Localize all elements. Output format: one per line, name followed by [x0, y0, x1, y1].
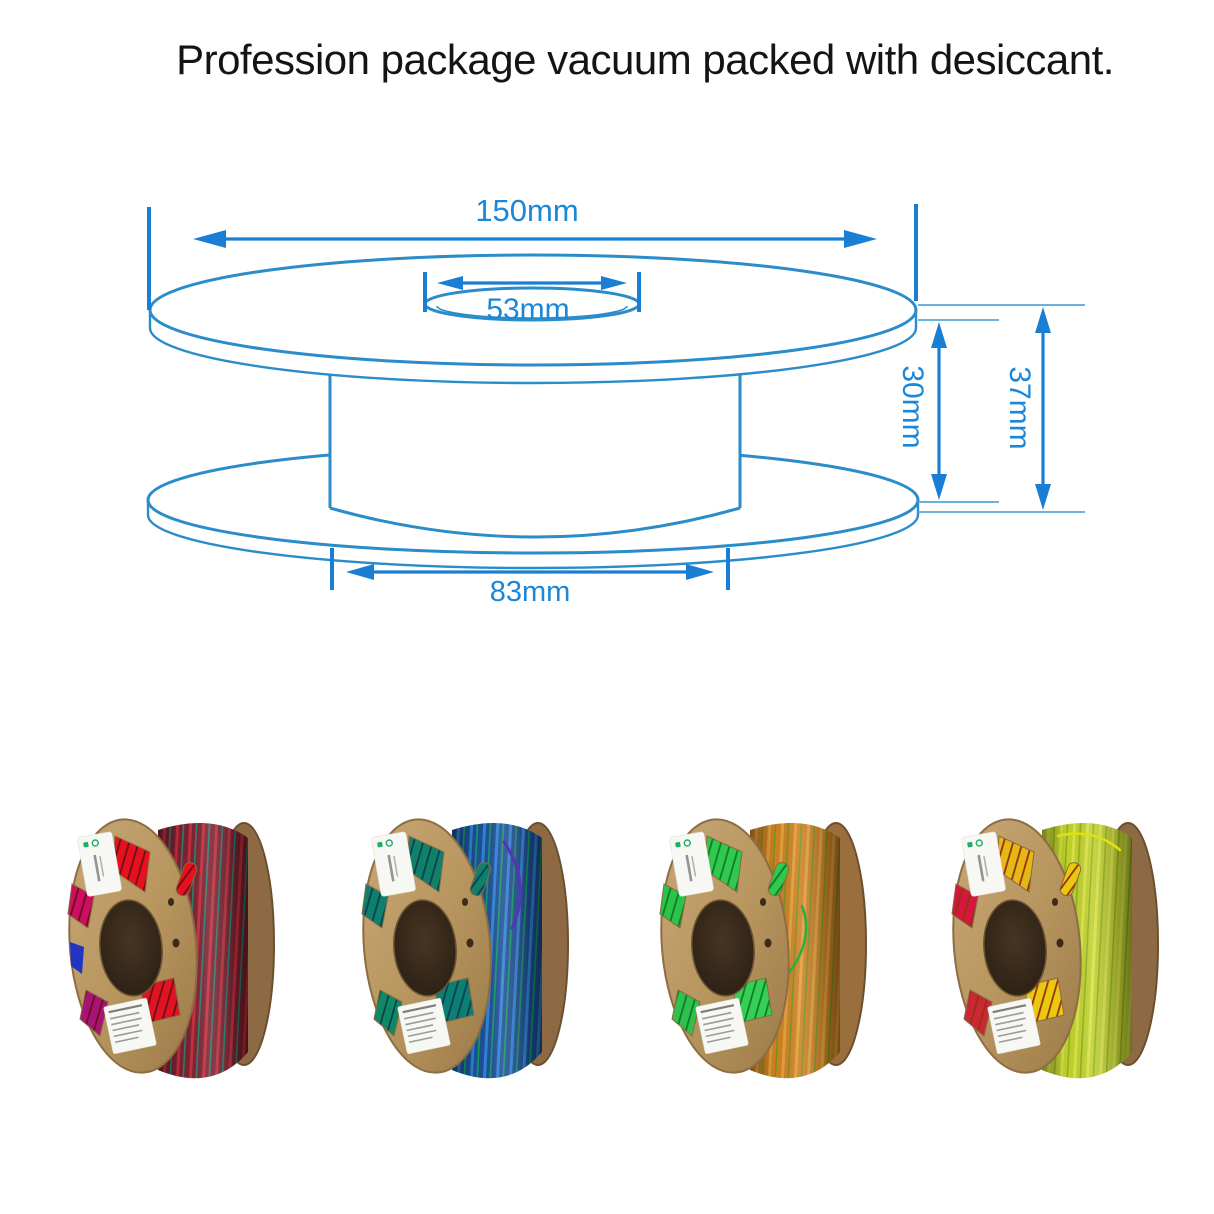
stray-strand — [1056, 832, 1122, 852]
dimension-hub-hole: 53mm — [423, 272, 641, 326]
recycle-icon — [83, 841, 89, 848]
eco-icon — [975, 839, 983, 847]
brand-label — [961, 831, 1006, 897]
center-hole — [99, 899, 163, 997]
rim-slot — [1059, 862, 1082, 897]
rim-slot — [469, 862, 492, 897]
label-30mm: 30mm — [896, 365, 929, 448]
pin-hole — [168, 898, 174, 906]
recycle-icon — [967, 841, 973, 848]
label-83mm: 83mm — [490, 576, 571, 608]
label-150mm: 150mm — [475, 193, 578, 228]
recycle-icon — [675, 841, 681, 848]
pin-hole — [1056, 938, 1064, 948]
window-bottom-left — [671, 989, 701, 1037]
spec-label — [397, 998, 451, 1054]
label-53mm: 53mm — [486, 293, 569, 326]
front-flange — [659, 818, 790, 1074]
front-flange — [67, 818, 198, 1074]
pin-hole — [764, 938, 772, 948]
stray-strand — [784, 904, 808, 978]
window-bottom-left — [963, 989, 993, 1037]
front-flange — [361, 818, 492, 1074]
brand-label — [77, 831, 122, 897]
front-flange — [951, 818, 1082, 1074]
dimension-outer-diameter: 150mm — [147, 193, 918, 310]
dimension-inner-height: 30mm — [896, 322, 947, 500]
filament-spool-photo-yellow-green — [942, 806, 1172, 1126]
pin-hole — [172, 938, 180, 948]
eco-icon — [683, 839, 691, 847]
spec-label — [103, 998, 157, 1054]
eco-icon — [91, 839, 99, 847]
recycle-icon — [377, 841, 383, 848]
eco-icon — [385, 839, 393, 847]
dimension-inner-flange-span: 83mm — [330, 548, 730, 608]
window-bottom-left — [373, 989, 403, 1037]
brand-label — [371, 831, 416, 897]
pin-hole — [466, 938, 474, 948]
rim-slot — [175, 862, 198, 897]
stray-strand — [502, 840, 522, 930]
spec-label — [695, 998, 749, 1054]
center-hole — [691, 899, 755, 997]
brand-label — [669, 831, 714, 897]
spec-label — [987, 998, 1041, 1054]
pin-hole — [462, 898, 468, 906]
dimension-overall-height: 37mm — [1003, 307, 1051, 510]
pin-hole — [760, 898, 766, 906]
height-extension-lines — [918, 304, 1085, 513]
label-37mm: 37mm — [1003, 366, 1036, 449]
center-hole — [983, 899, 1047, 997]
filament-spool-photo-blue — [352, 806, 582, 1126]
pin-hole — [1052, 898, 1058, 906]
filament-spool-photo-red — [58, 806, 288, 1126]
window-bottom-left — [79, 989, 109, 1037]
filament-spool-photo-green-orange — [650, 806, 880, 1126]
spool-dimension-diagram: 150mm 53mm 83mm 30mm 37mm — [146, 193, 1085, 608]
page-title: Profession package vacuum packed with de… — [176, 36, 1114, 83]
filament-clip — [70, 942, 84, 974]
spool-core — [328, 366, 742, 539]
top-flange — [148, 253, 918, 385]
center-hole — [393, 899, 457, 997]
rim-slot — [767, 862, 790, 897]
